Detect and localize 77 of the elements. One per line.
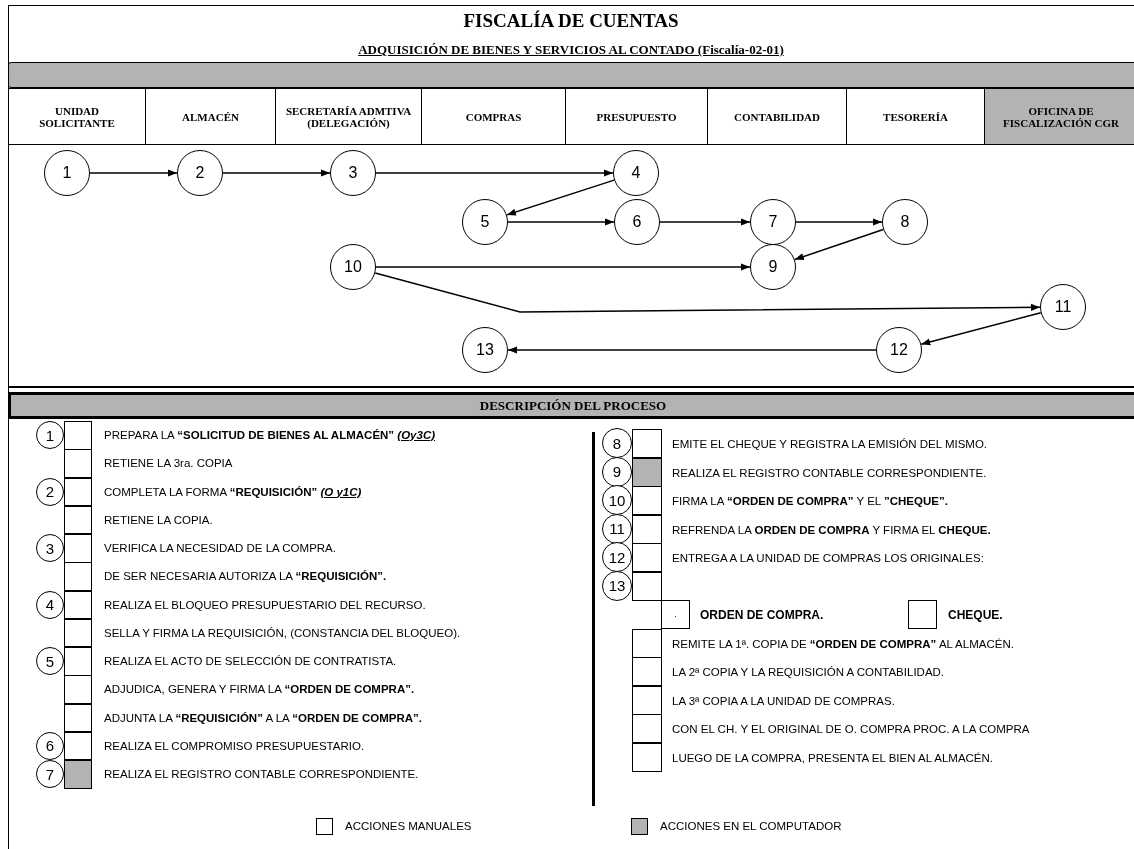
arrow — [374, 272, 1041, 313]
step-text: LA 3ª COPIA A LA UNIDAD DE COMPRAS. — [672, 693, 895, 708]
manual-action-square — [64, 618, 92, 648]
step-text: FIRMA LA “ORDEN DE COMPRA” Y EL ”CHEQUE”. — [672, 494, 948, 508]
arrow — [507, 218, 615, 226]
step-text: ENTREGA A LA UNIDAD DE COMPRAS LOS ORIGINALES: — [672, 551, 984, 565]
step-text: RETIENE LA 3ra. COPIA — [104, 456, 233, 471]
manual-action-square — [632, 429, 662, 458]
manual-action-square — [632, 657, 662, 686]
lane-header: ALMACÉN — [145, 88, 276, 145]
lane-header: CONTABILIDAD — [707, 88, 847, 145]
arrow — [375, 169, 614, 177]
arrow — [507, 346, 877, 354]
manual-action-square — [632, 571, 662, 601]
step-text: REALIZA EL ACTO DE SELECCIÓN DE CONTRATISTA. — [104, 654, 397, 668]
manual-action-square — [632, 714, 662, 743]
legend-text: ACCIONES EN EL COMPUTADOR — [660, 819, 842, 834]
manual-action-square — [632, 628, 662, 658]
manual-action-square — [64, 647, 92, 676]
manual-action-square — [64, 477, 92, 506]
manual-action-square — [632, 486, 662, 515]
manual-action-square — [64, 534, 92, 563]
manual-action-square — [64, 449, 92, 478]
step-text: REALIZA EL REGISTRO CONTABLE CORRESPONDIENTE. — [104, 767, 419, 781]
arrow — [795, 218, 883, 226]
manual-action-square — [632, 514, 662, 544]
lane-header: TESORERÍA — [846, 88, 985, 145]
arrow — [794, 228, 884, 261]
manual-action-square — [64, 590, 92, 619]
document-name: CHEQUE. — [948, 608, 1003, 622]
manual-action-square — [64, 421, 92, 450]
arrow — [920, 312, 1042, 346]
manual-action-square — [64, 675, 92, 704]
header-band — [8, 62, 1134, 88]
step-text: REALIZA EL REGISTRO CONTABLE CORRESPONDIENTE. — [672, 465, 987, 480]
step-text: ADJUNTA LA “REQUISICIÓN” A LA “ORDEN DE COMPRA”. — [104, 710, 423, 725]
subtitle: ADQUISICIÓN DE BIENES Y SERVICIOS AL CONTADO (Fiscalía-02-01) — [358, 42, 784, 58]
step-text: COMPLETA LA FORMA “REQUISICIÓN” (O y1C) — [104, 484, 362, 499]
step-text: DE SER NECESARIA AUTORIZA LA “REQUISICIÓN”. — [104, 569, 387, 584]
step-text: REALIZA EL BLOQUEO PRESUPUESTARIO DEL RECURSO. — [104, 597, 426, 612]
manual-action-square — [64, 562, 92, 591]
arrow — [222, 169, 331, 177]
legend-text: ACCIONES MANUALES — [345, 819, 472, 834]
manual-action-square — [64, 505, 92, 535]
lane-header: SECRETARÍA ADMTIVA (DELEGACIÓN) — [275, 88, 422, 145]
step-text: RETIENE LA COPIA. — [104, 512, 213, 527]
manual-action-square — [64, 731, 92, 761]
step-text: CON EL CH. Y EL ORIGINAL DE O. COMPRA PROC. A LA COMPRA — [672, 722, 1030, 736]
lane-header: PRESUPUESTO — [565, 88, 708, 145]
manual-action-square — [632, 742, 662, 772]
step-text: VERIFICA LA NECESIDAD DE LA COMPRA. — [104, 541, 336, 555]
arrow — [506, 179, 615, 216]
step-text: LA 2ª COPIA Y LA REQUISICIÓN A CONTABILIDAD. — [672, 665, 945, 679]
lane-header: COMPRAS — [421, 88, 566, 145]
computer-action-square — [64, 760, 92, 789]
step-text: EMITE EL CHEQUE Y REGISTRA LA EMISIÓN DEL MISMO. — [672, 437, 988, 451]
lane-header: OFICINA DE FISCALIZACIÓN CGR — [984, 88, 1134, 145]
lane-header: UNIDAD SOLICITANTE — [8, 88, 146, 145]
step-text: ADJUDICA, GENERA Y FIRMA LA “ORDEN DE COMPRA”. — [104, 682, 415, 697]
manual-action-square — [632, 685, 662, 715]
arrow — [89, 169, 178, 177]
step-text: SELLA Y FIRMA LA REQUISICIÓN, (CONSTANCIA DEL BLOQUEO). — [104, 625, 461, 640]
computer-action-square — [632, 457, 662, 487]
manual-action-square — [632, 543, 662, 572]
manual-action-square — [908, 600, 937, 629]
step-text: LUEGO DE LA COMPRA, PRESENTA EL BIEN AL ALMACÉN. — [672, 750, 994, 765]
document-name: ORDEN DE COMPRA. — [700, 608, 824, 622]
arrow — [375, 263, 751, 271]
title: FISCALÍA DE CUENTAS — [463, 9, 679, 33]
step-text: PREPARA LA “SOLICITUD DE BIENES AL ALMACÉN” (Oy3C) — [104, 428, 435, 442]
step-text: REFRENDA LA ORDEN DE COMPRA Y FIRMA EL CHEQUE. — [672, 522, 991, 537]
step-text: REMITE LA 1ª. COPIA DE “ORDEN DE COMPRA” AL ALMACÉN. — [672, 636, 1014, 651]
step-text: REALIZA EL COMPROMISO PRESUPUESTARIO. — [104, 738, 365, 753]
manual-action-square — [64, 703, 92, 732]
arrow — [659, 218, 751, 226]
manual-action-square: . — [661, 600, 690, 629]
section-header: DESCRIPCIÓN DEL PROCESO — [8, 392, 1134, 419]
